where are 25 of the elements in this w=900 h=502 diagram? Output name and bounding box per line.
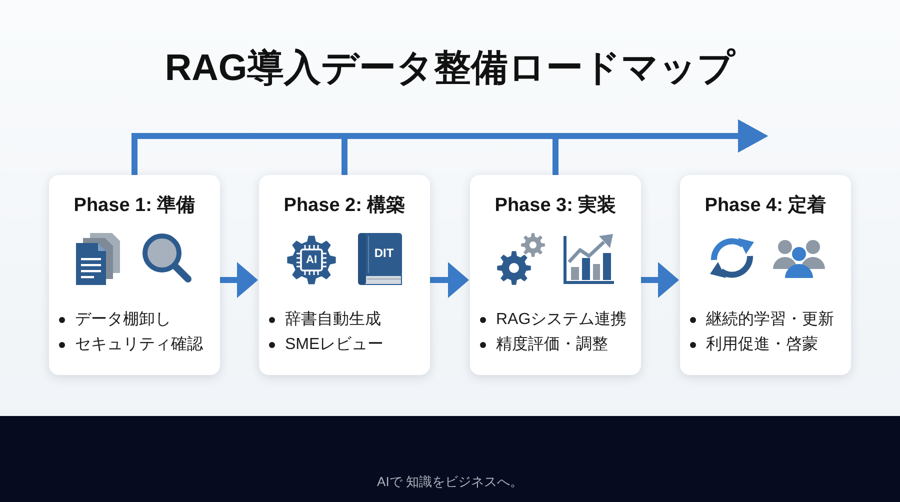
bullet-text: RAGシステム連携: [496, 310, 627, 330]
bullet-text: 辞書自動生成: [285, 310, 381, 330]
phase-card: [680, 175, 851, 375]
bullet-text: 精度評価・調整: [496, 334, 608, 355]
phase-heading: Phase 1: 準備: [74, 194, 196, 218]
arrow: [552, 120, 768, 175]
bullet-text: 利用促進・啓蒙: [706, 334, 818, 355]
tagline: AIで 知識をビジネスへ。: [377, 473, 523, 491]
phase-heading: Phase 2: 構築: [284, 194, 406, 218]
phase-card: [470, 175, 641, 375]
book-title: DIT: [374, 246, 394, 260]
bullet-text: データ棚卸し: [75, 310, 171, 330]
arrow: [220, 262, 258, 298]
bullet-text: セキュリティ確認: [75, 334, 203, 355]
arrow: [430, 262, 469, 298]
footer-band: [0, 416, 900, 502]
chip-label: AI: [306, 253, 317, 267]
phase-card: [49, 175, 220, 375]
title: RAG導入データ整備ロードマップ: [164, 46, 736, 90]
bullet-text: 継続的学習・更新: [706, 310, 834, 330]
phase-card: [259, 175, 430, 375]
phase-heading: Phase 4: 定着: [704, 194, 826, 218]
arrow: [641, 262, 679, 298]
bullet-text: SMEレビュー: [285, 335, 384, 355]
phase-heading: Phase 3: 実装: [494, 194, 616, 218]
